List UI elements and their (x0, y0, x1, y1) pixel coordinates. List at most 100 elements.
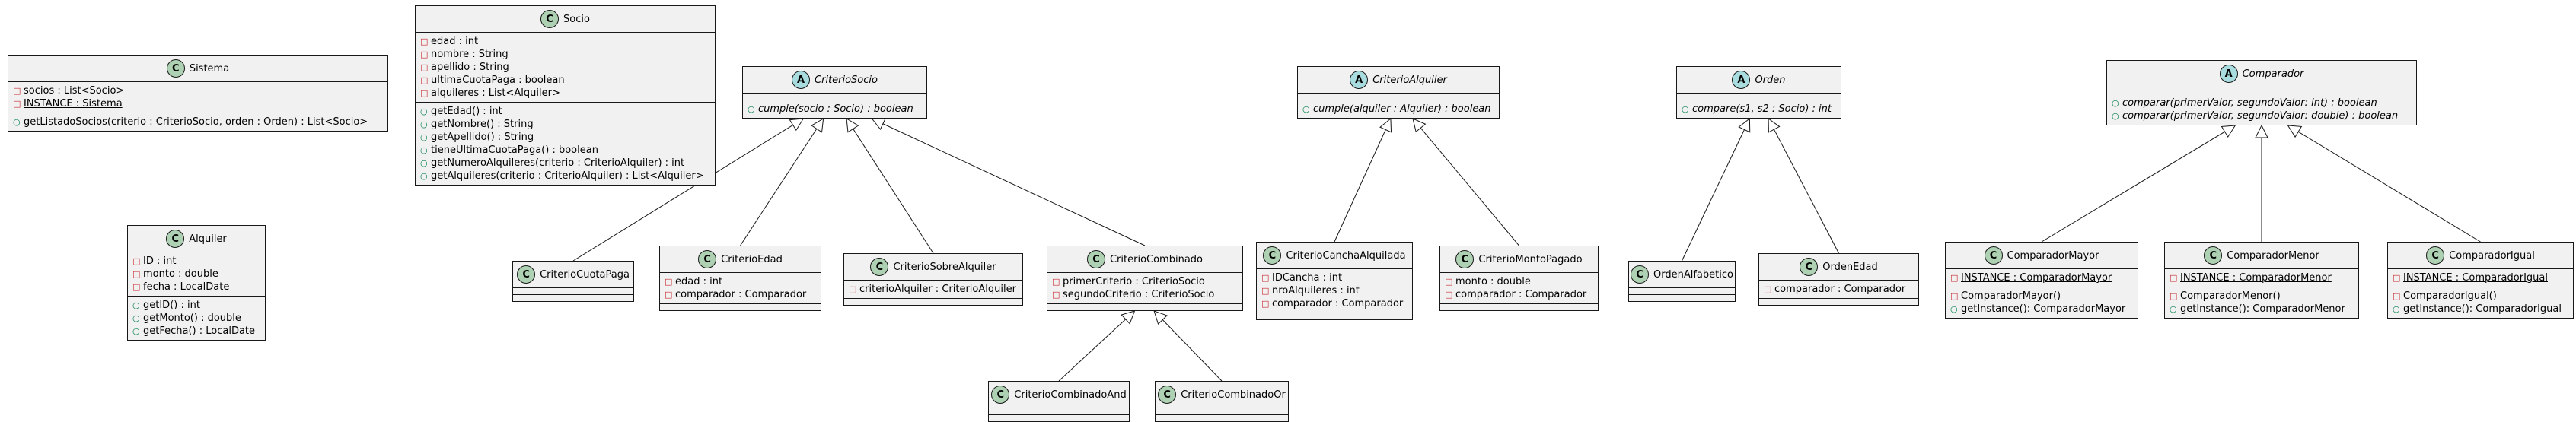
field-text: apellido : String (431, 62, 509, 73)
methods-section (1440, 304, 1598, 310)
private-visibility-icon: □ (132, 269, 141, 279)
field-text: nroAlquileres : int (1272, 285, 1360, 297)
methods-section: ○cumple(alquiler : Alquiler) : boolean (1298, 100, 1499, 118)
methods-section (1759, 299, 1918, 305)
private-visibility-icon: □ (1261, 286, 1270, 296)
field-text: INSTANCE : Sistema (24, 98, 123, 109)
class-name: CriterioCanchaAlquilada (1286, 249, 1406, 262)
private-visibility-icon: □ (1261, 273, 1270, 283)
method-text: getNombre() : String (431, 119, 534, 130)
methods-section (1047, 304, 1242, 310)
abstract-class-badge-icon: A (792, 71, 811, 89)
class-name: CriterioCombinadoOr (1181, 389, 1286, 401)
private-visibility-icon: □ (420, 75, 429, 85)
fields-section (743, 94, 926, 100)
field-row: □INSTANCE : ComparadorIgual (2393, 271, 2573, 284)
method-row: ○getFecha() : LocalDate (132, 325, 265, 338)
private-visibility-icon: □ (2393, 273, 2401, 283)
fields-section (2107, 87, 2416, 94)
field-text: ultimaCuotaPaga : boolean (431, 75, 565, 86)
public-visibility-icon: ○ (2112, 98, 2119, 108)
field-text: edad : int (675, 276, 723, 287)
fields-section: □primerCriterio : CriterioSocio□segundoC… (1047, 273, 1242, 304)
class-name: ComparadorIgual (2449, 249, 2535, 262)
methods-section: ○cumple(socio : Socio) : boolean (743, 100, 926, 118)
class-name: CriterioEdad (721, 253, 783, 265)
class-badge-icon: C (517, 265, 536, 284)
public-visibility-icon: ○ (2170, 304, 2177, 314)
method-text: getApellido() : String (431, 132, 534, 143)
inheritance-edge-criterio-combinado-or (1153, 310, 1223, 382)
fields-section: □monto : double□comparador : Comparador (1440, 273, 1598, 304)
fields-section: □socios : List<Socio>□INSTANCE : Sistema (8, 82, 387, 113)
field-row: □apellido : String (420, 61, 715, 74)
class-badge-icon: C (1984, 246, 2003, 265)
method-text: getNumeroAlquileres(criterio : CriterioA… (431, 157, 685, 169)
fields-section: □edad : int□nombre : String□apellido : S… (416, 33, 715, 103)
method-row: ○getInstance(): ComparadorIgual (2393, 303, 2573, 316)
inheritance-edge-criterio-combinado-and (1058, 310, 1136, 382)
private-visibility-icon: □ (13, 99, 21, 109)
class-badge-icon: C (2204, 246, 2223, 265)
private-visibility-icon: □ (1445, 290, 1453, 300)
method-row: ○comparar(primerValor, segundoValor: dou… (2112, 109, 2416, 122)
abstract-class-badge-icon: A (2219, 65, 2238, 83)
field-text: IDCancha : int (1272, 272, 1343, 284)
class-badge-icon: C (166, 230, 185, 248)
field-row: □edad : int (665, 275, 821, 288)
class-name: OrdenEdad (1822, 261, 1878, 273)
field-text: comparador : Comparador (675, 289, 807, 300)
field-row: □nombre : String (420, 48, 715, 61)
public-visibility-icon: ○ (420, 106, 428, 116)
private-visibility-icon: □ (1950, 291, 1959, 301)
field-row: □INSTANCE : Sistema (13, 97, 387, 110)
inheritance-edge-criterio-cancha-alquilada (1334, 117, 1392, 243)
field-row: □INSTANCE : ComparadorMenor (2170, 271, 2358, 284)
methods-section: ○getID() : int○getMonto() : double○getFe… (128, 297, 265, 340)
field-row: □IDCancha : int (1261, 271, 1412, 284)
method-text: ComparadorMayor() (1961, 290, 2061, 302)
field-row: □socios : List<Socio> (13, 84, 387, 97)
methods-section: ○compare(s1, s2 : Socio) : int (1677, 100, 1841, 118)
class-name: Comparador (2242, 68, 2304, 80)
class-name: Sistema (189, 62, 230, 75)
fields-section: □edad : int□comparador : Comparador (660, 273, 821, 304)
class-badge-icon: C (1631, 265, 1650, 284)
field-row: □primerCriterio : CriterioSocio (1052, 275, 1242, 288)
private-visibility-icon: □ (420, 49, 429, 59)
field-text: INSTANCE : ComparadorIgual (2403, 272, 2548, 284)
methods-section (1629, 295, 1735, 301)
private-visibility-icon: □ (420, 36, 429, 46)
method-text: getListadoSocios(criterio : CriterioSoci… (24, 116, 368, 128)
public-visibility-icon: ○ (748, 104, 755, 114)
methods-section (989, 415, 1129, 421)
method-row: ○cumple(alquiler : Alquiler) : boolean (1302, 103, 1499, 116)
inheritance-edge-comparador-mayor (2041, 125, 2236, 243)
method-text: cumple(socio : Socio) : boolean (758, 103, 913, 115)
field-row: □monto : double (1445, 275, 1598, 288)
methods-section (1156, 415, 1288, 421)
methods-section: ○getListadoSocios(criterio : CriterioSoc… (8, 113, 387, 131)
class-name: CriterioCombinadoAnd (1014, 389, 1127, 401)
private-visibility-icon: □ (1445, 277, 1453, 287)
field-row: □ultimaCuotaPaga : boolean (420, 74, 715, 87)
method-text: cumple(alquiler : Alquiler) : boolean (1313, 103, 1491, 115)
public-visibility-icon: ○ (132, 313, 140, 323)
field-row: □comparador : Comparador (1261, 297, 1412, 310)
method-row: □ComparadorMenor() (2170, 290, 2358, 303)
methods-section: □ComparadorMayor()○getInstance(): Compar… (1946, 287, 2138, 318)
